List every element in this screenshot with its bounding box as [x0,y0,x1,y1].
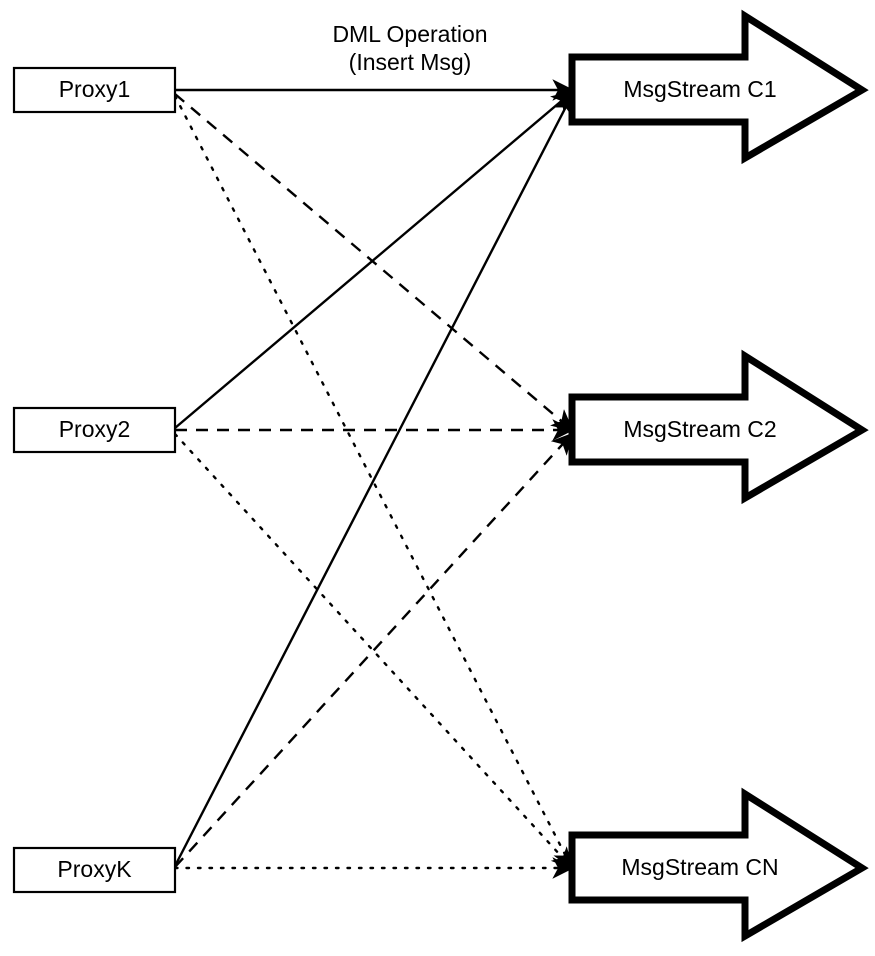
stream-node-stream-c2[interactable]: MsgStream C2 [568,349,869,505]
stream-nodes-layer: MsgStream C1 MsgStream C2 MsgStream CN [568,9,869,943]
edge-pk-c2[interactable] [174,432,574,868]
stream-node-stream-cn[interactable]: MsgStream CN [568,787,869,943]
stream-arrow-shape-stream-c1[interactable] [568,9,869,165]
stream-node-stream-c1[interactable]: MsgStream C1 [568,9,869,165]
edge-p1-c2[interactable] [174,93,574,432]
stream-arrow-shape-stream-c2[interactable] [568,349,869,505]
proxy-box-proxy1[interactable] [12,66,177,114]
edge-label-line-1: DML Operation [332,21,487,47]
edges-layer [173,79,574,879]
proxy-node-proxy2[interactable]: Proxy2 [12,406,177,454]
stream-label-stream-c2: MsgStream C2 [623,416,776,442]
edge-p2-c1[interactable] [174,90,574,429]
edge-label-group: DML Operation (Insert Msg) [332,21,487,75]
proxy-label-proxy1: Proxy1 [59,76,131,102]
proxy-box-proxy2[interactable] [12,406,177,454]
edge-p1-cn[interactable] [173,94,574,870]
stream-label-stream-cn: MsgStream CN [621,854,778,880]
edge-pk-c1[interactable] [173,93,574,867]
stream-arrow-shape-stream-cn[interactable] [568,787,869,943]
proxy-label-proxyK: ProxyK [57,856,132,882]
stream-label-stream-c1: MsgStream C1 [623,76,776,102]
proxy-box-proxyK[interactable] [12,846,177,894]
proxy-node-proxy1[interactable]: Proxy1 [12,66,177,114]
proxy-label-proxy2: Proxy2 [59,416,131,442]
proxy-node-proxyK[interactable]: ProxyK [12,846,177,894]
edge-label-line-2: (Insert Msg) [349,49,472,75]
